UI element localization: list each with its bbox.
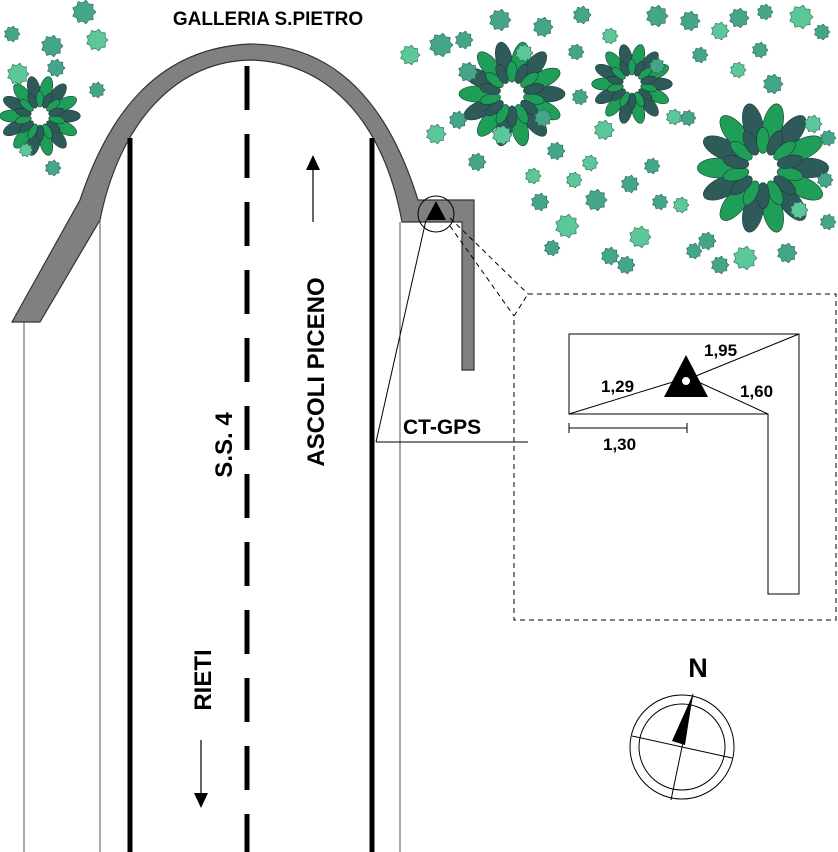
shrub-icon [652, 193, 669, 211]
shrub-icon [602, 27, 619, 45]
callout-dash-lower [449, 225, 515, 317]
shrub-icon [89, 81, 106, 99]
shrub-icon [733, 245, 758, 271]
shrub-icon [790, 200, 809, 220]
inset-frame [513, 293, 837, 621]
tunnel-portal-arch [10, 43, 475, 371]
shrub-icon [814, 23, 831, 41]
shrub-icon [566, 171, 583, 189]
shrub-icon [455, 30, 474, 50]
shrub-icon [629, 225, 652, 249]
shrub-icon [534, 108, 553, 128]
shrub-icon [400, 44, 421, 66]
measure-line-1-29 [568, 380, 677, 415]
tree-icon [591, 44, 673, 124]
shrub-icon [568, 43, 585, 61]
measure-label-1-95: 1,95 [704, 341, 737, 360]
tree-icon [696, 103, 830, 233]
shrub-icon [72, 0, 97, 25]
shrub-icon [429, 32, 454, 58]
shrub-icon [449, 110, 468, 130]
shrub-icon [680, 109, 697, 127]
arrow-south-icon [194, 740, 208, 808]
shrub-icon [45, 159, 62, 177]
tree-icon [0, 76, 81, 156]
shrub-icon [489, 8, 512, 32]
shrub-icon [666, 108, 683, 126]
shrub-icon [572, 88, 589, 106]
shrub-icon [820, 129, 837, 147]
tree-icon [458, 41, 566, 147]
shrub-icon [601, 246, 620, 266]
station-label: CT-GPS [403, 416, 481, 439]
shrub-icon [492, 124, 513, 146]
shrub-icon [621, 174, 640, 194]
measure-line-1-95 [685, 333, 800, 381]
arrow-north-icon [306, 155, 320, 222]
direction-label-south: RIETI [190, 649, 217, 710]
road-name-label: S.S. 4 [211, 412, 238, 478]
shrub-icon [582, 154, 599, 172]
shrub-icon [525, 167, 542, 185]
callout-dash-upper [449, 217, 529, 295]
shrub-icon [763, 73, 784, 95]
shrub-icon [817, 171, 834, 189]
measure-label-1-30: 1,30 [603, 435, 636, 454]
shrub-icon [4, 25, 21, 43]
shrub-icon [426, 123, 447, 145]
shrub-icon [458, 61, 479, 83]
shrub-icon [617, 255, 636, 275]
north-arrow-compass-icon [629, 693, 735, 801]
shrub-icon [86, 28, 109, 52]
measure-line-1-60 [693, 379, 769, 415]
station-highlight-circle [417, 195, 455, 233]
direction-label-north: ASCOLI PICENO [303, 277, 330, 466]
shrub-icon [19, 142, 34, 158]
inset-benchmark-dot [681, 376, 691, 386]
shrub-icon [594, 119, 615, 141]
measure-label-1-29: 1,29 [601, 377, 634, 396]
shrub-icon [533, 16, 554, 38]
shrub-icon [711, 21, 730, 41]
shrub-icon [644, 157, 661, 175]
shrub-icon [730, 61, 747, 79]
north-label: N [688, 653, 708, 683]
dimension-line-1-30 [568, 423, 688, 433]
shrub-icon [698, 231, 717, 251]
shrub-icon [729, 7, 750, 29]
shrub-icon [555, 213, 580, 239]
shrub-icon [544, 239, 561, 257]
shrub-icon [789, 4, 814, 30]
shrub-icon [673, 196, 690, 214]
shrub-icon [41, 34, 64, 58]
vegetation [0, 0, 837, 275]
shrub-icon [47, 58, 66, 78]
measure-label-1-60: 1,60 [740, 382, 773, 401]
shrub-icon [680, 10, 701, 32]
shrub-icon [757, 3, 774, 21]
shrub-icon [820, 213, 837, 231]
shrub-icon [777, 242, 798, 264]
shrub-icon [573, 5, 592, 25]
shrub-icon [468, 152, 487, 172]
tunnel-label: GALLERIA S.PIETRO [173, 9, 363, 30]
shrub-icon [7, 62, 30, 86]
shrub-icon [692, 46, 709, 64]
shrub-icon [585, 188, 608, 212]
shrub-icon [804, 114, 823, 134]
station-marker-icon [426, 201, 446, 220]
shrub-icon [686, 242, 703, 260]
shrub-icon [711, 255, 730, 275]
shrub-icon [515, 43, 534, 63]
shrub-icon [531, 192, 550, 212]
shrub-icon [646, 4, 669, 28]
leader-line [375, 219, 427, 443]
shrub-icon [752, 41, 769, 59]
shrub-icon [649, 57, 666, 75]
shrub-icon [547, 141, 566, 161]
